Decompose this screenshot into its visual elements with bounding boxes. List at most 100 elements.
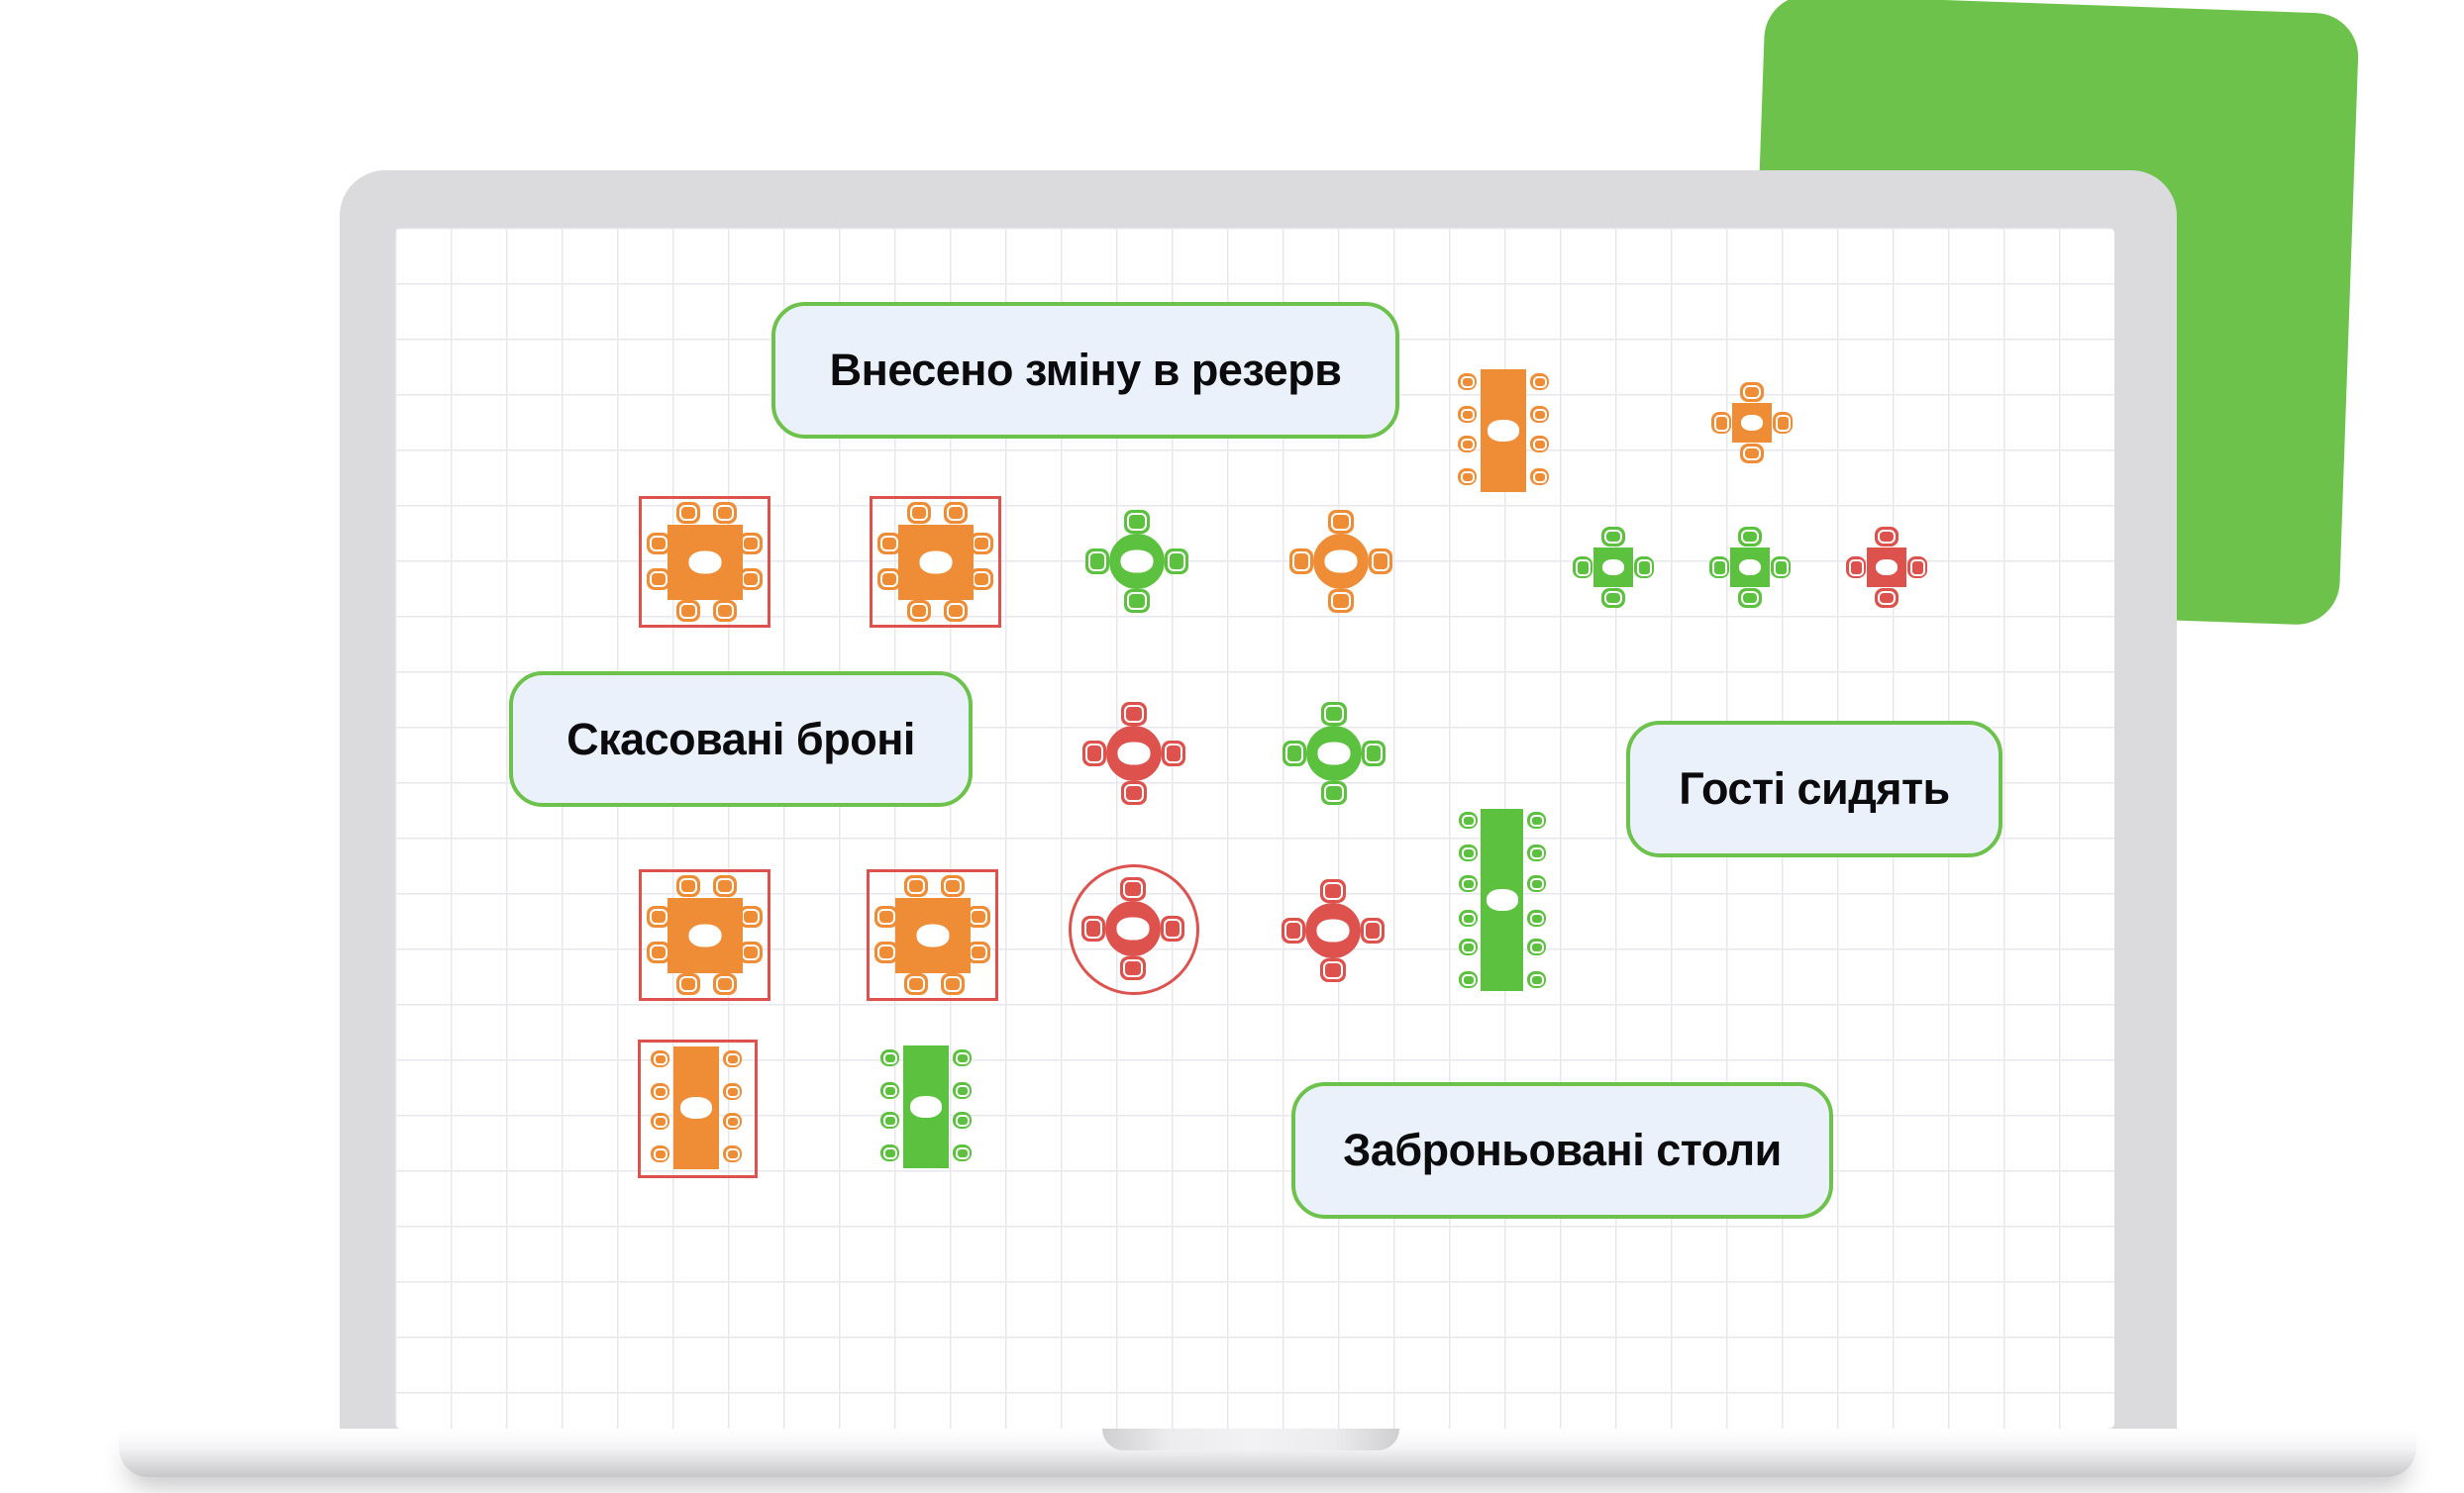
table-sq4-green[interactable]: [1706, 525, 1794, 610]
table-sq4-green[interactable]: [1570, 525, 1657, 610]
table-plate: [1741, 415, 1763, 431]
laptop-base-notch: [1102, 1429, 1399, 1450]
chair-icon: [1165, 548, 1188, 574]
table-top: [1109, 534, 1165, 589]
table-plate: [1488, 420, 1519, 442]
chair-icon: [1369, 548, 1392, 574]
table-round4-red[interactable]: [1078, 698, 1189, 809]
table-plate: [1324, 549, 1358, 573]
chair-icon: [713, 502, 737, 524]
chair-icon: [1124, 589, 1150, 613]
chair-icon: [1773, 412, 1793, 434]
chair-icon: [1907, 556, 1927, 578]
table-round4-red[interactable]: [1278, 875, 1388, 986]
chair-icon: [907, 600, 931, 622]
table-round4-green[interactable]: [1279, 698, 1389, 809]
chair-icon: [713, 973, 737, 995]
chair-icon: [723, 1083, 742, 1100]
chair-icon: [651, 1050, 669, 1067]
chair-icon: [1527, 910, 1546, 927]
chair-icon: [1124, 510, 1150, 534]
chair-icon: [1458, 406, 1477, 423]
chair-icon: [877, 533, 901, 554]
chair-icon: [1459, 910, 1478, 927]
table-rect8v-orange[interactable]: [1456, 369, 1551, 492]
table-rect8v-green[interactable]: [878, 1045, 974, 1168]
table-top: [1106, 726, 1162, 781]
chair-icon: [1362, 741, 1386, 766]
chair-icon: [1458, 436, 1477, 452]
table-sq8-orange[interactable]: [867, 869, 998, 1001]
chair-icon: [880, 1145, 899, 1161]
chair-icon: [1875, 588, 1899, 608]
table-top: [897, 524, 974, 600]
chair-icon: [1459, 875, 1478, 892]
chair-icon: [1740, 382, 1764, 402]
table-plate: [1602, 559, 1624, 575]
table-sq4-orange[interactable]: [1708, 380, 1796, 465]
chair-icon: [1121, 781, 1147, 805]
chair-icon: [647, 568, 670, 590]
table-top: [894, 897, 971, 973]
chair-icon: [723, 1050, 742, 1067]
chair-icon: [1527, 971, 1546, 988]
table-plate: [916, 924, 949, 946]
label-cancelled-bookings: Скасовані броні: [509, 671, 973, 807]
table-sq8-orange[interactable]: [870, 496, 1001, 628]
chair-icon: [1530, 406, 1549, 423]
chair-icon: [1282, 918, 1305, 944]
chair-icon: [1328, 589, 1354, 613]
table-plate: [1876, 559, 1898, 575]
chair-icon: [1601, 527, 1625, 547]
chair-icon: [1846, 556, 1866, 578]
chair-icon: [953, 1082, 972, 1099]
table-plate: [919, 550, 952, 573]
chair-icon: [1601, 588, 1625, 608]
chair-icon: [874, 942, 898, 963]
table-round4-green[interactable]: [1081, 506, 1192, 617]
chair-icon: [953, 1145, 972, 1161]
chair-icon: [1283, 741, 1306, 766]
chair-icon: [739, 533, 763, 554]
chair-icon: [1459, 845, 1478, 861]
table-sq4-red[interactable]: [1843, 525, 1930, 610]
table-plate: [1317, 742, 1351, 765]
chair-icon: [1321, 781, 1347, 805]
table-sq8-orange[interactable]: [639, 869, 770, 1001]
cancelled-circle-outline: [1069, 864, 1199, 995]
table-top: [1305, 903, 1361, 958]
chair-icon: [1634, 556, 1654, 578]
chair-icon: [1711, 412, 1731, 434]
cancelled-outline-box: [638, 1040, 758, 1178]
chair-icon: [1289, 548, 1313, 574]
chair-icon: [953, 1112, 972, 1129]
chair-icon: [1573, 556, 1592, 578]
chair-icon: [651, 1113, 669, 1130]
table-top: [1867, 547, 1906, 587]
table-top: [1481, 369, 1526, 492]
chair-icon: [676, 875, 700, 897]
chair-icon: [970, 568, 993, 590]
chair-icon: [647, 942, 670, 963]
chair-icon: [1530, 436, 1549, 452]
chair-icon: [941, 973, 965, 995]
table-round4-orange[interactable]: [1285, 506, 1396, 617]
table-sq8-orange[interactable]: [639, 496, 770, 628]
table-plate: [1739, 559, 1761, 575]
cancelled-outline-box: [639, 496, 770, 628]
table-rect12v-green[interactable]: [1455, 809, 1550, 991]
chair-icon: [739, 942, 763, 963]
chair-icon: [1738, 527, 1762, 547]
chair-icon: [1530, 373, 1549, 390]
chair-icon: [651, 1145, 669, 1162]
table-top: [1481, 809, 1523, 991]
chair-icon: [1527, 845, 1546, 861]
chair-icon: [676, 502, 700, 524]
table-plate: [1120, 549, 1154, 573]
table-top: [1593, 547, 1633, 587]
chair-icon: [676, 973, 700, 995]
table-plate: [910, 1096, 942, 1118]
table-rect8v-orange[interactable]: [649, 1046, 744, 1169]
chair-icon: [723, 1113, 742, 1130]
